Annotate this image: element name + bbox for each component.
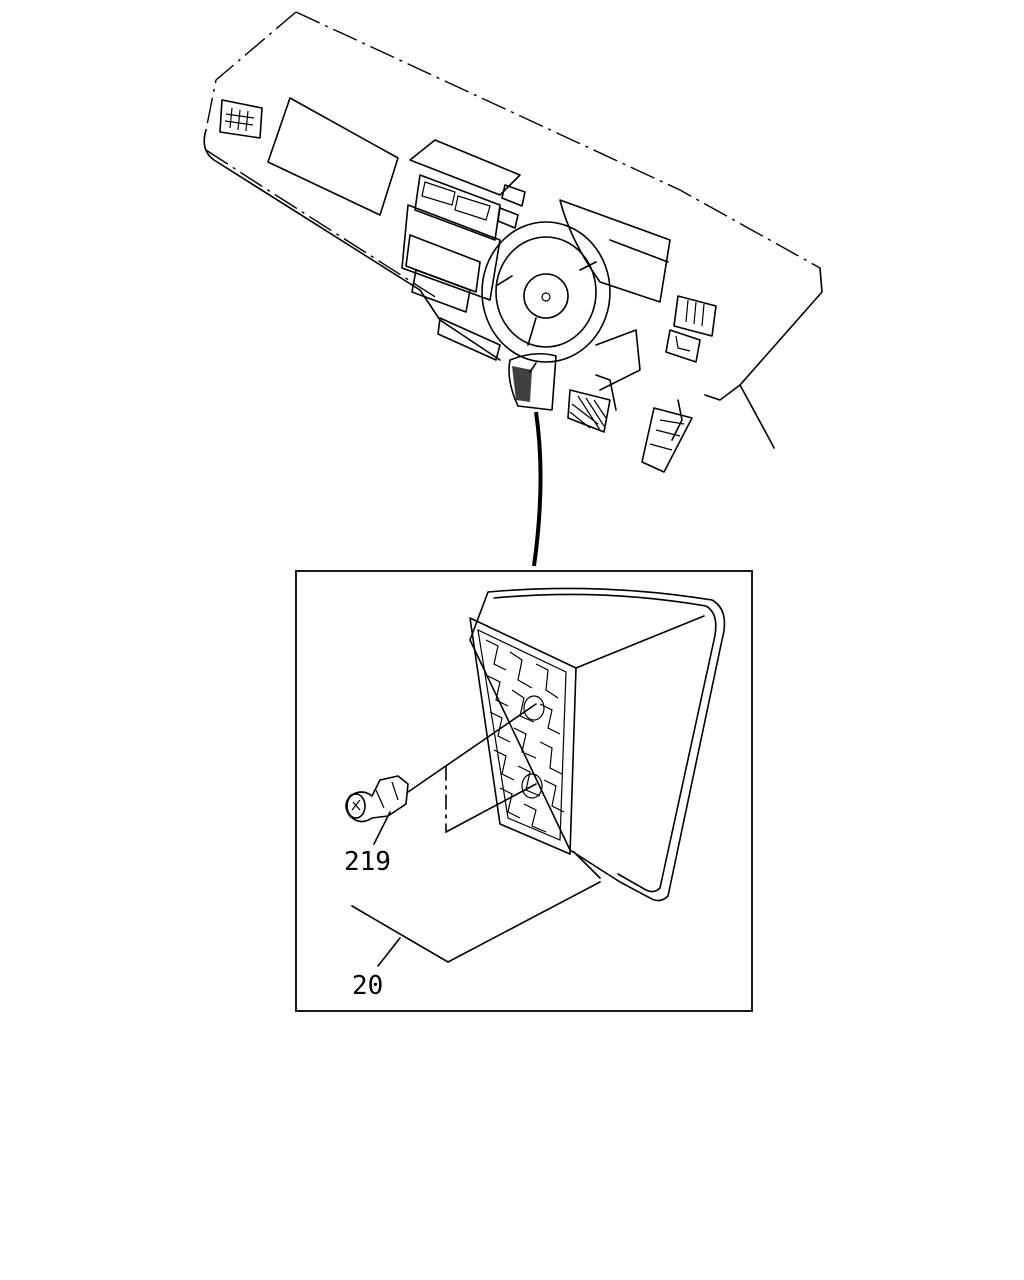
highlighted-part-location [508, 352, 557, 411]
clip-219 [345, 775, 409, 823]
detail-frame [295, 570, 753, 1012]
dashboard-top-contour [295, 11, 821, 269]
pedals [567, 374, 693, 473]
callout-219: 219 [344, 847, 391, 877]
callout-219-leader [373, 811, 391, 845]
steering-wheel [481, 221, 611, 363]
dashboard-overview [203, 11, 823, 473]
callout-20-leader [377, 937, 401, 967]
assembly-lines [407, 703, 537, 833]
callout-20: 20 [352, 971, 383, 1001]
center-console [401, 139, 526, 361]
detail-leader-line [532, 411, 543, 567]
instrument-cluster [559, 199, 671, 303]
glovebox-panel [267, 97, 399, 216]
callout-20-bracket [351, 881, 601, 963]
steering-cover-part [469, 587, 726, 902]
left-vent [219, 99, 263, 139]
right-vents [665, 295, 717, 363]
grille-pattern [485, 639, 565, 833]
grille-panel [469, 617, 577, 855]
